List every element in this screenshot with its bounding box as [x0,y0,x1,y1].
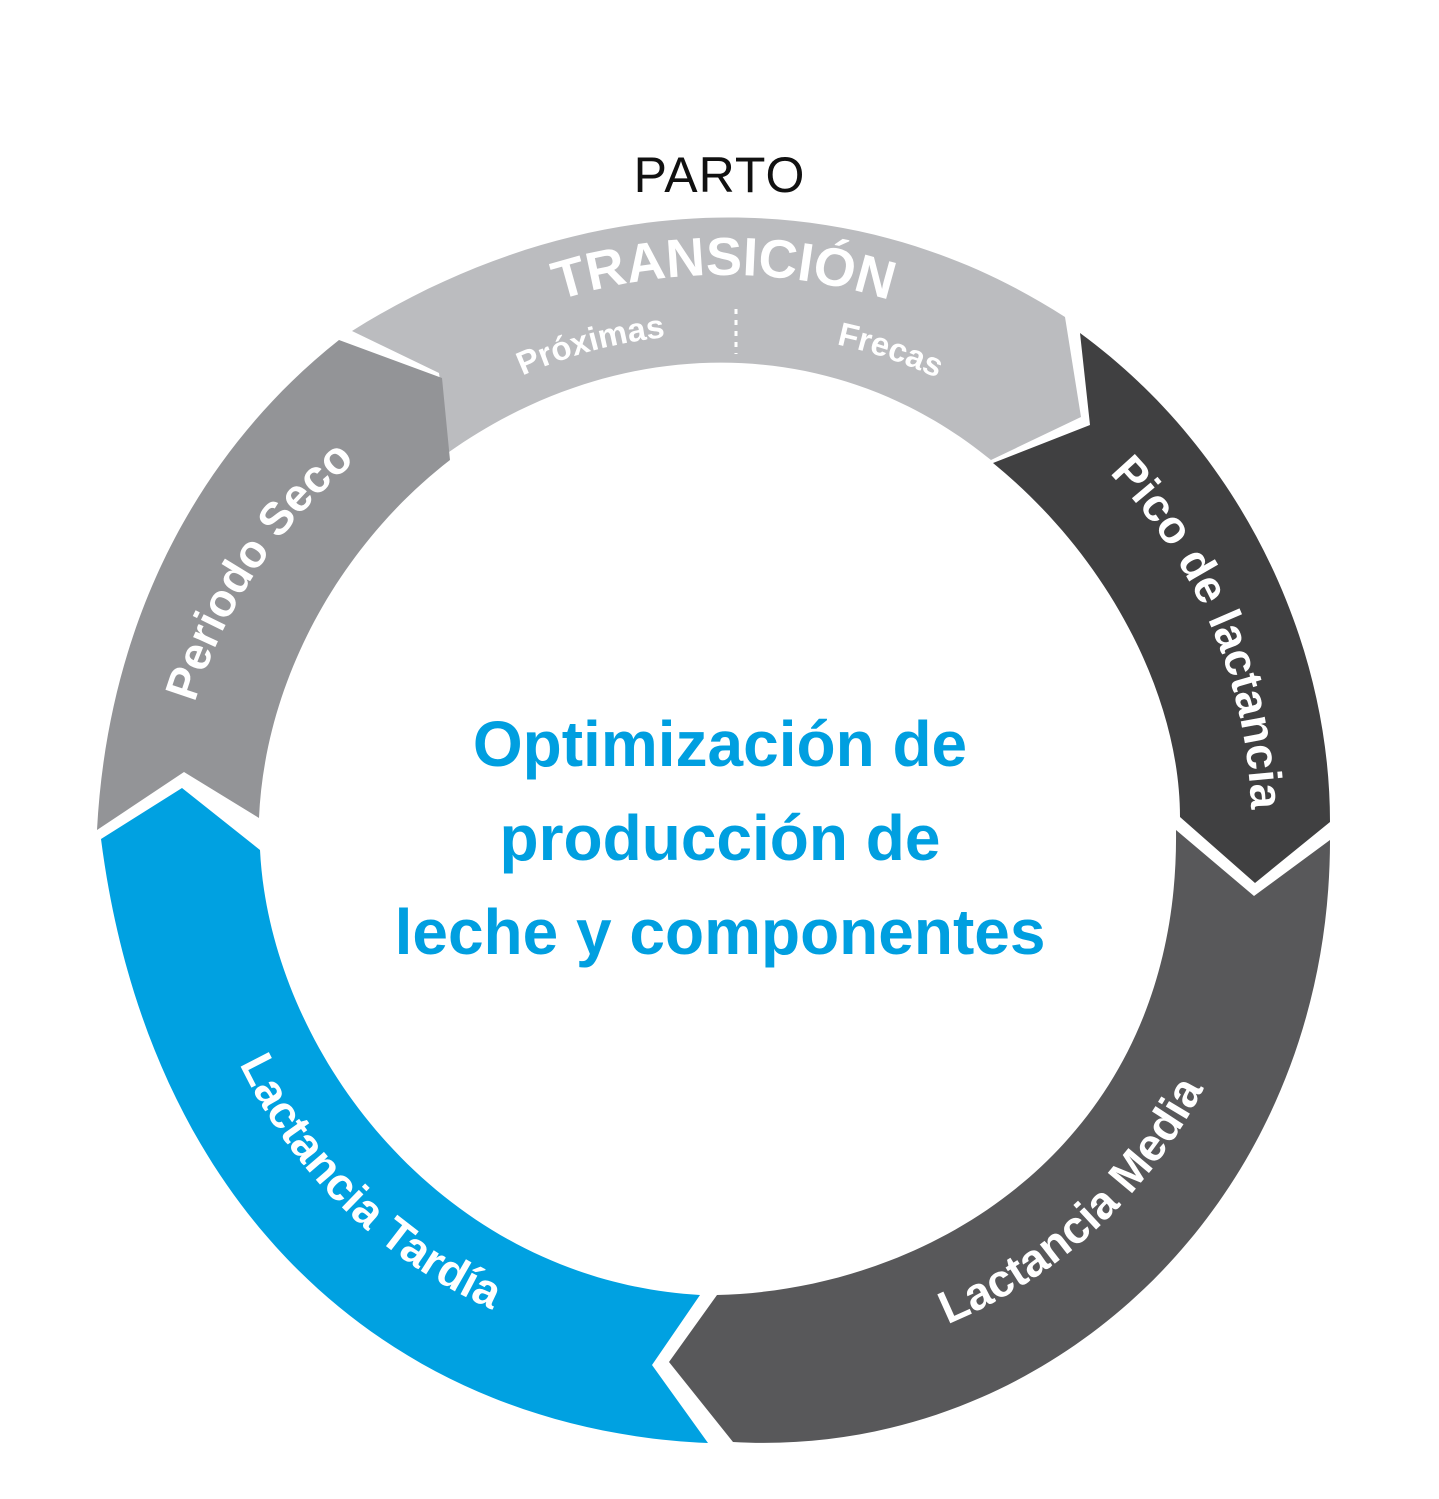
segment-lactancia-tardia [101,788,708,1443]
center-title: Optimización de producción de leche y co… [240,697,1200,979]
segment-periodo-seco [97,340,450,830]
segment-transicion [352,217,1081,460]
center-title-line-2: producción de [499,802,941,874]
segment-lactancia-media [669,830,1330,1443]
parto-label: PARTO [633,147,806,203]
center-title-line-3: leche y componentes [394,896,1046,968]
segment-pico-de-lactancia [993,333,1330,883]
center-title-line-1: Optimización de [472,708,968,780]
